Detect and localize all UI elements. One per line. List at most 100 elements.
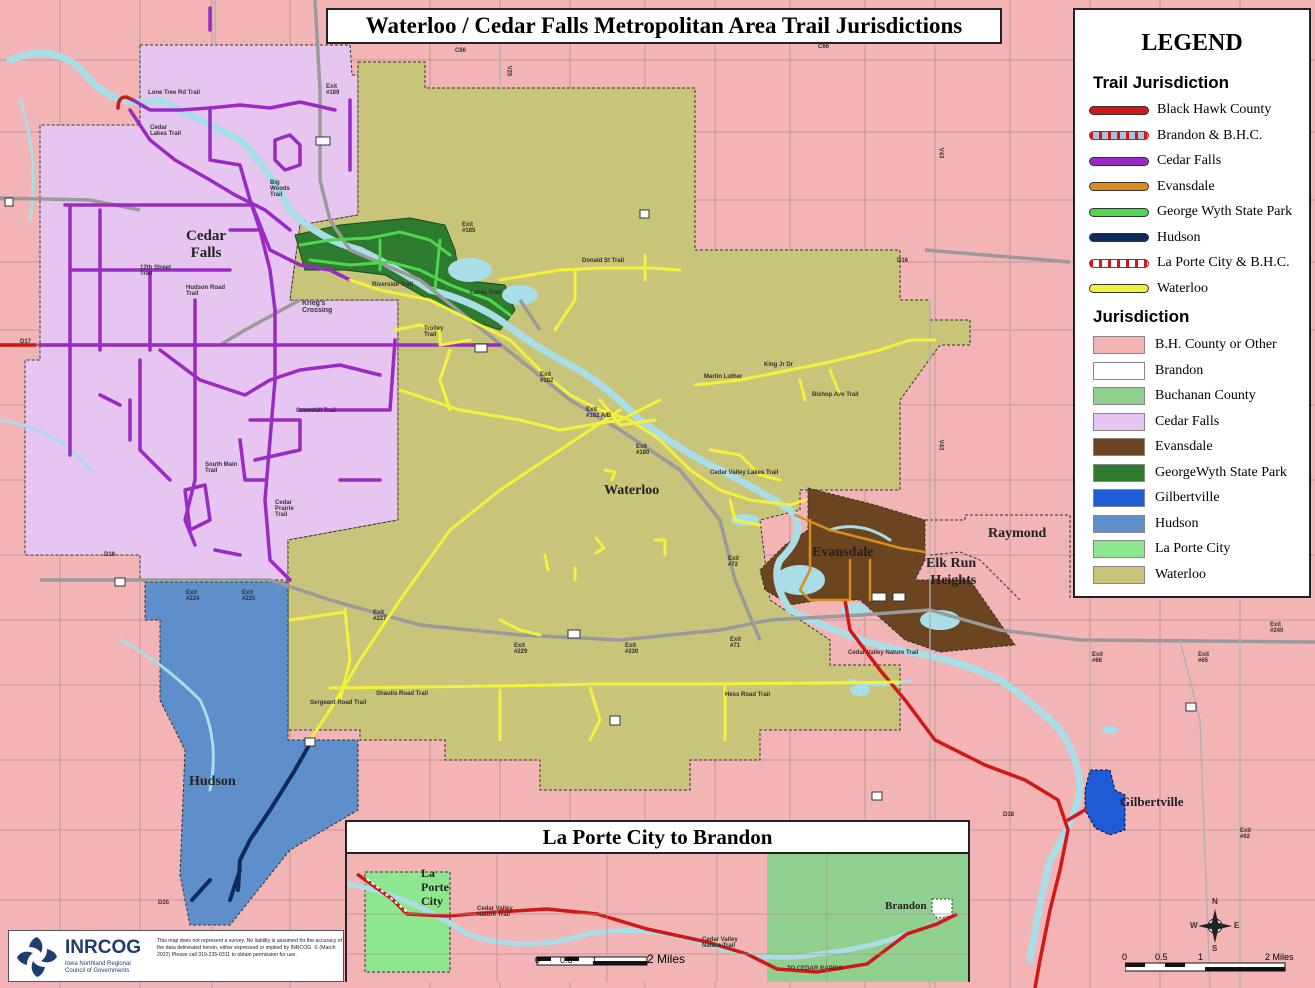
trail-label-martin-luther: Martin Luther (704, 374, 743, 380)
legend-trail-label: George Wyth State Park (1157, 204, 1293, 219)
legend-trail-row: Brandon & B.H.C. (1089, 126, 1262, 146)
trail-label-hudson-road: Hudson Road Trail (186, 285, 225, 297)
exit-label: Exit #65 (1198, 652, 1210, 664)
secondary-roads (214, 0, 1241, 988)
inset-trail-label-1: Cedar Valley Nature Trail (477, 906, 513, 918)
inset-map-graphic (347, 854, 968, 982)
trail-label-greenhill: Greenhill Trail (296, 408, 337, 414)
legend-jurisdiction-row: Gilbertville (1089, 488, 1220, 508)
exit-label: Exit #189 (326, 84, 340, 96)
cedar-falls-trails (38, 6, 502, 582)
black-hawk-county-trails (0, 95, 1087, 988)
main-scale-1: 1 (1198, 952, 1204, 962)
inset-map: La Porte City to Brandon La Porte City B… (345, 820, 970, 982)
road-label: V43 (937, 439, 944, 451)
legend-jurisdiction-swatch (1093, 336, 1145, 354)
exit-label: Exit #185 (462, 222, 476, 234)
legend: LEGEND Trail Jurisdiction Black Hawk Cou… (1073, 8, 1311, 598)
raymond-boundary (925, 514, 1071, 601)
legend-jurisdiction-swatch (1093, 565, 1145, 584)
legend-trail-row: Evansdale (1089, 177, 1215, 197)
inrcog-logo-block: INRCOG Iowa Northland Regional Council o… (8, 930, 344, 982)
trail-label-bishop: Bishop Ave Trail (812, 392, 859, 398)
george-wyth-trails (298, 230, 512, 317)
legend-jurisdiction-label: Waterloo (1155, 566, 1206, 582)
legend-jurisdiction-row: Brandon (1089, 361, 1203, 381)
legend-heading: LEGEND (1141, 30, 1243, 56)
compass-s: S (1212, 944, 1218, 953)
legend-jurisdiction-label: La Porte City (1155, 541, 1231, 556)
legend-jurisdiction-swatch (1093, 438, 1145, 456)
legend-trail-row: La Porte City & B.H.C. (1089, 253, 1290, 273)
trail-label-trolley: Trolley Trail (424, 326, 444, 338)
legend-jurisdiction-swatch (1093, 489, 1145, 507)
legend-trail-label: Cedar Falls (1157, 153, 1222, 168)
exit-label: Exit #72 (728, 556, 740, 568)
legend-trail-label: Hudson (1157, 229, 1201, 245)
legend-jurisdiction-swatch (1093, 361, 1145, 380)
inset-to-cedar-rapids: TO CEDAR RAPIDS (787, 966, 843, 972)
trail-label-sergeant-road: Sergeant Road Trail (310, 700, 367, 706)
legend-jurisdiction-label: Buchanan County (1155, 388, 1256, 403)
legend-trail-label: Black Hawk County (1157, 102, 1272, 117)
trail-jurisdiction-heading: Trail Jurisdiction (1093, 73, 1230, 92)
main-scale-2: 2 Miles (1265, 952, 1294, 962)
legend-trail-label: Waterloo (1157, 280, 1208, 296)
legend-trail-row: George Wyth State Park (1089, 202, 1292, 222)
exit-label: Exit #66 (1092, 652, 1104, 664)
road-label: V25 (505, 65, 512, 77)
exit-label: Exit #224 (186, 590, 200, 602)
legend-trail-line (1089, 156, 1149, 166)
legend-trail-row: Waterloo (1089, 279, 1208, 299)
place-evansdale: Evansdale (812, 545, 874, 560)
legend-trail-line (1089, 207, 1149, 217)
exit-label: Exit #230 (625, 643, 639, 655)
legend-jurisdiction-row: Buchanan County (1089, 386, 1256, 406)
place-waterloo: Waterloo (604, 483, 660, 498)
legend-trail-label: La Porte City & B.H.C. (1157, 255, 1290, 270)
exit-label: Exit #62 (1240, 828, 1252, 840)
exit-label: Exit #71 (730, 637, 742, 649)
place-elk-run-heights: Elk Run Heights (926, 556, 977, 588)
inset-title: La Porte City to Brandon (347, 822, 968, 854)
trail-label-lakes: Lakes Trail (470, 290, 502, 296)
legend-trail-line (1089, 105, 1149, 115)
legend-jurisdiction-label: Cedar Falls (1155, 413, 1220, 429)
legend-jurisdiction-row: Evansdale (1089, 437, 1213, 457)
highway-shields (4, 136, 1197, 801)
trail-label-cedar-valley-lakes: Cedar Valley Lakes Trail (710, 470, 779, 476)
legend-jurisdiction-row: Waterloo (1089, 565, 1206, 585)
hudson-area (144, 581, 359, 926)
legend-trail-line (1089, 233, 1149, 242)
place-hudson: Hudson (189, 774, 236, 789)
compass-w: W (1190, 921, 1198, 930)
cedar-river (0, 49, 1084, 964)
legend-trail-line (1089, 284, 1149, 293)
trail-label-riverside: Riverside Trail (372, 282, 414, 288)
legend-trail-row: Black Hawk County (1089, 100, 1271, 120)
legend-trail-line (1089, 182, 1149, 191)
legend-jurisdiction-swatch (1093, 540, 1145, 558)
place-gilbertville: Gilbertville (1120, 794, 1184, 809)
trail-label-12th-street: 12th Street Trail (140, 265, 172, 277)
trail-label-cedar-valley-nature: Cedar Valley Nature Trail (848, 650, 919, 656)
legend-jurisdiction-label: GeorgeWyth State Park (1155, 464, 1287, 480)
logo-name: INRCOG (65, 937, 141, 958)
inset-scale-0: 0 (535, 955, 541, 965)
legend-jurisdiction-row: Cedar Falls (1089, 412, 1219, 432)
trail-label-hess: Hess Road Trail (725, 692, 771, 698)
inset-la-porte-city: La Porte City (421, 866, 449, 908)
road-label: C66 (455, 48, 467, 54)
exit-label: Exit #240 (1270, 622, 1284, 634)
evansdale-trails (793, 513, 927, 602)
legend-jurisdiction-label: Brandon (1155, 362, 1204, 378)
inset-scale-2: 2 Miles (647, 952, 686, 966)
road-label: D38 (1003, 812, 1015, 818)
legend-jurisdiction-swatch (1093, 463, 1145, 482)
trail-label-king-jr: King Jr Dr (764, 362, 794, 368)
main-scale-bar (1125, 962, 1286, 972)
exit-label: Exit #227 (373, 610, 387, 622)
exit-label: Exit #229 (514, 643, 528, 655)
legend-jurisdiction-row: La Porte City (1089, 539, 1230, 559)
legend-trail-row: Cedar Falls (1089, 151, 1221, 171)
